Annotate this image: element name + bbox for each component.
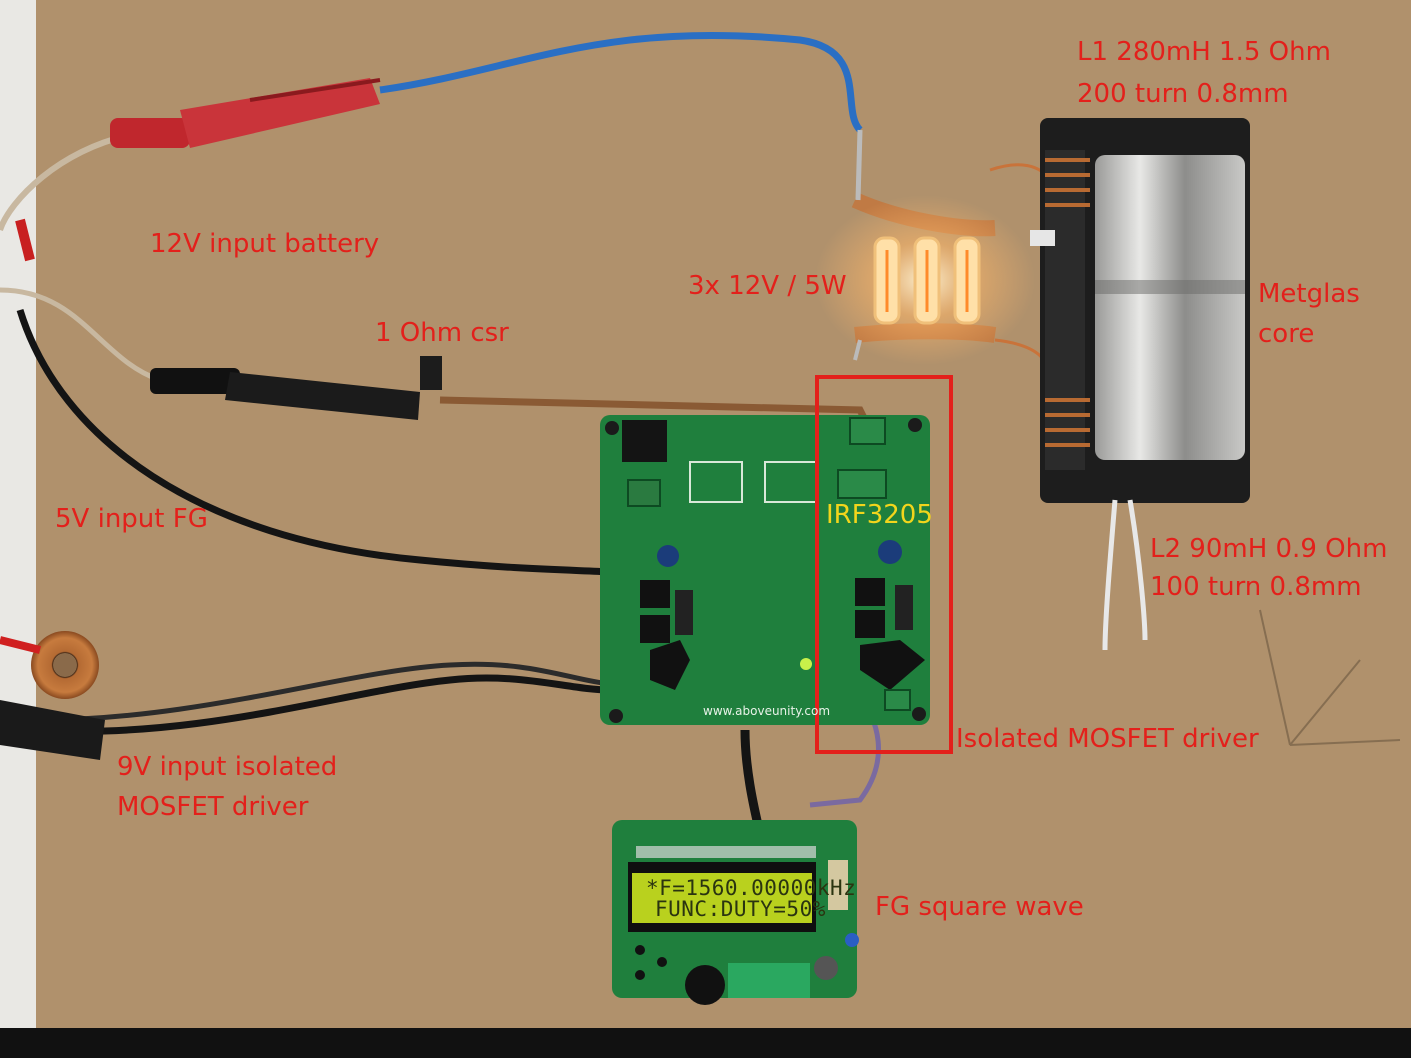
lamp-3: [953, 236, 981, 325]
label-core-line2: core: [1258, 319, 1315, 349]
heatsink-2: [860, 640, 925, 690]
l2-leads: [1102, 499, 1148, 651]
label-driver-input-line2: MOSFET driver: [117, 792, 309, 822]
label-l2-line1: L2 90mH 0.9 Ohm: [1150, 534, 1388, 564]
lamp-1: [873, 236, 901, 325]
battery-positive-wire: [0, 132, 131, 232]
heatsink-1: [650, 640, 690, 690]
fg-cable: [16, 308, 611, 576]
label-mosfet: IRF3205: [826, 500, 933, 530]
lcd-line-2: FUNC:DUTY=50%: [655, 897, 826, 921]
pencil-marks: [1259, 609, 1401, 746]
label-input-battery: 12V input battery: [150, 229, 380, 259]
driver-pcb: [600, 415, 930, 725]
lamp-2: [913, 236, 941, 325]
label-driver-input-line1: 9V input isolated: [117, 752, 338, 782]
black-alligator-clip: [0, 700, 105, 760]
label-l1-line2: 200 turn 0.8mm: [1077, 79, 1289, 109]
battery-negative-wire: [0, 287, 161, 383]
driver-cable: [39, 674, 611, 735]
black-connector: [150, 368, 420, 420]
function-generator: [612, 820, 859, 1005]
label-isolated-driver: Isolated MOSFET driver: [956, 724, 1259, 754]
label-input-fg: 5V input FG: [55, 504, 208, 534]
label-l1-line1: L1 280mH 1.5 Ohm: [1077, 37, 1331, 67]
label-l2-line2: 100 turn 0.8mm: [1150, 572, 1362, 602]
label-lamps: 3x 12V / 5W: [688, 271, 847, 301]
label-csr: 1 Ohm csr: [375, 318, 509, 348]
lcd-line-1: *F=1560.00000kHz: [646, 876, 857, 900]
blue-wire: [379, 31, 863, 133]
csr-resistor: [420, 356, 442, 390]
metglas-core-transformer: [1030, 118, 1250, 503]
red-alligator-clip: [110, 78, 381, 148]
highlight-box: [815, 375, 953, 754]
board-website: www.aboveunity.com: [703, 704, 831, 718]
label-core-line1: Metglas: [1258, 279, 1360, 309]
label-fg-wave: FG square wave: [875, 892, 1084, 922]
